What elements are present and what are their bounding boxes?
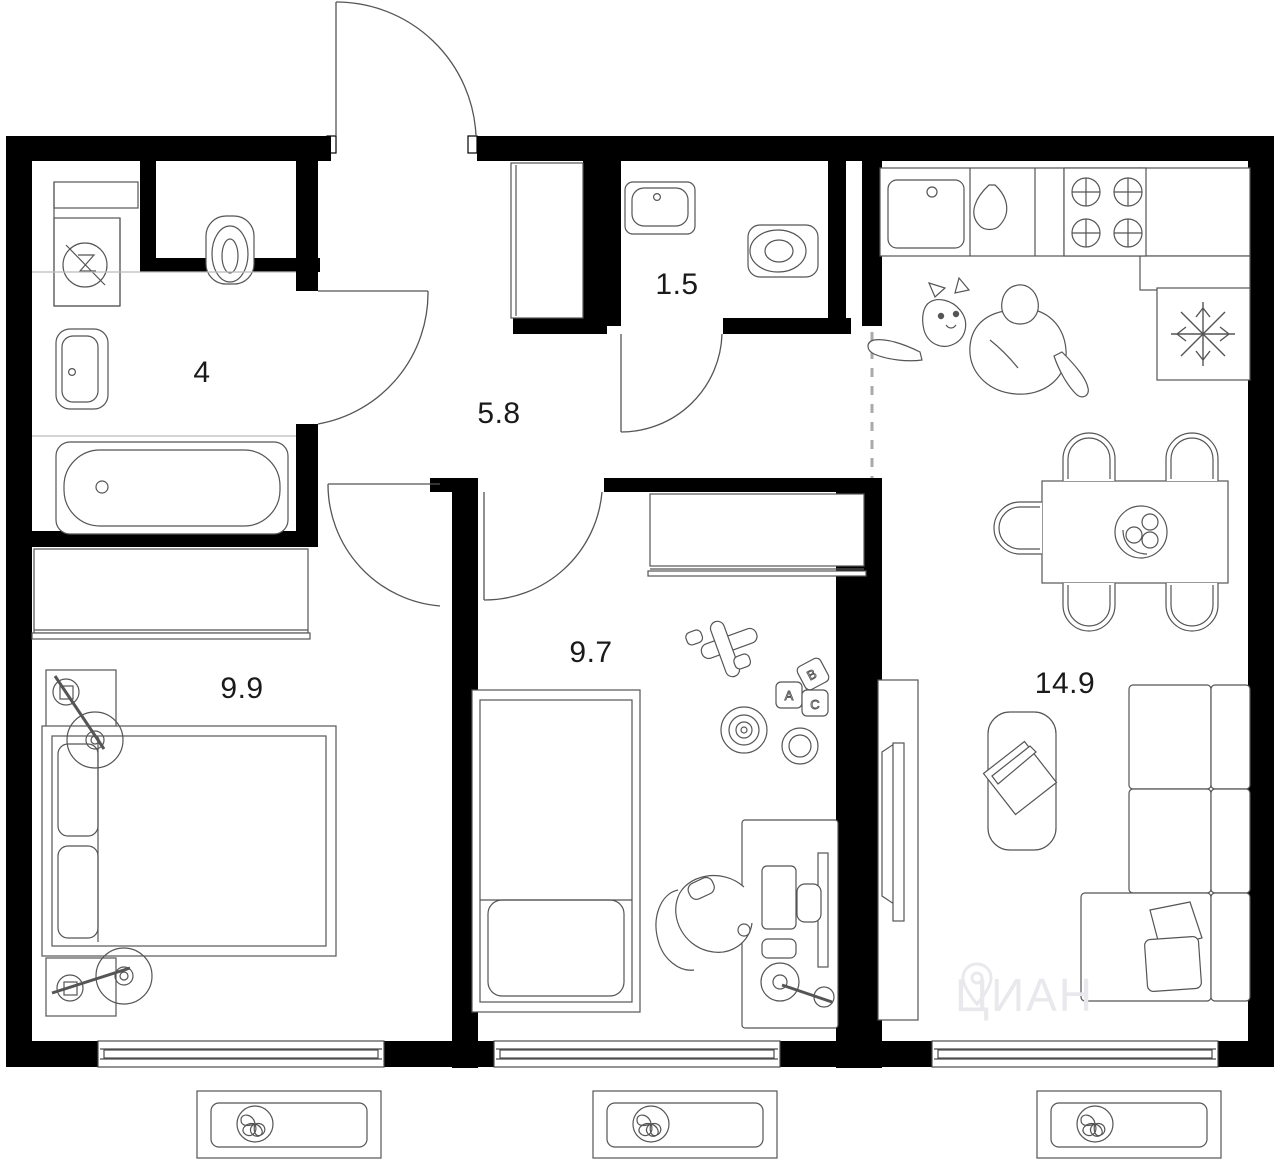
dining-chair-bottom-right [1165, 583, 1219, 632]
hvac-units [196, 1090, 1222, 1159]
door-children-room [483, 491, 603, 601]
hvac-unit-bedroom [196, 1090, 382, 1159]
toy-ball [720, 706, 768, 754]
room-area-children-room: 9.7 [569, 636, 613, 669]
doors [317, 1, 874, 607]
toilet-wc [747, 224, 819, 278]
utility-closet [53, 181, 139, 209]
toy-airplane [685, 620, 758, 678]
wall-outlines [326, 135, 478, 154]
toy-blocks: B A C [775, 657, 830, 717]
hall-closet [510, 162, 584, 319]
room-area-hall: 5.8 [477, 397, 521, 430]
dining-chair-bottom-left [1062, 583, 1116, 632]
keyboard [761, 865, 797, 930]
refrigerator [1156, 287, 1251, 381]
walls [6, 136, 1274, 1068]
room-area-wc: 1.5 [655, 268, 699, 301]
door-bedroom [327, 483, 441, 607]
washbasin-bathroom [55, 328, 109, 410]
dining-table [1041, 480, 1229, 584]
toilet-bathroom [205, 215, 255, 285]
room-area-bedroom: 9.9 [220, 672, 264, 705]
washbasin-wc [624, 181, 696, 235]
window-children-room [493, 1040, 781, 1068]
hvac-unit-children-room [592, 1090, 778, 1159]
window-bedroom [97, 1040, 385, 1068]
toy-ring [781, 727, 819, 765]
children-room-furniture: B A C [471, 493, 867, 1029]
single-bed [471, 689, 641, 1013]
cooktop [1063, 167, 1147, 257]
bedroom-furniture [31, 548, 337, 1017]
dining-chair-top-right [1165, 432, 1219, 481]
nightstand-bottom [45, 957, 117, 1017]
washing-machine [53, 217, 121, 307]
desk-children-room [741, 819, 839, 1029]
door-bathroom [317, 290, 429, 425]
bathtub [55, 441, 289, 535]
svg-text:A: A [785, 688, 794, 703]
cat-illustration [867, 276, 1089, 398]
mousepad [761, 938, 797, 959]
sofa-cushions [1144, 901, 1203, 993]
windows [97, 1040, 1219, 1068]
wardrobe-children-room [647, 493, 867, 577]
kitchen-sink [887, 179, 965, 249]
bathroom-fixtures [32, 181, 296, 535]
kitchen-faucet [973, 184, 1008, 231]
dining-chairs [993, 432, 1219, 632]
room-area-kitchen-living: 14.9 [1034, 667, 1096, 700]
double-bed [41, 725, 337, 957]
lamp-bedside-top [52, 675, 124, 769]
sofa [1080, 684, 1251, 1002]
wardrobe-bedroom [31, 548, 311, 640]
desk-chair [655, 874, 753, 971]
armchair [982, 711, 1058, 851]
hvac-unit-kitchen-living [1036, 1090, 1222, 1159]
tv-unit [877, 679, 919, 1021]
desk-lamp [760, 962, 835, 1008]
svg-text:C: C [810, 697, 819, 712]
fruit-bowl [1114, 505, 1168, 559]
lamp-bedside-bottom [51, 947, 153, 1005]
door-entrance [335, 1, 477, 137]
room-area-bathroom: 4 [193, 356, 211, 389]
kitchen-living-furniture [867, 167, 1251, 1021]
dining-chair-top-left [1062, 432, 1116, 481]
wc-fixtures [624, 181, 819, 278]
door-wc [620, 333, 723, 433]
window-kitchen-living [931, 1040, 1219, 1068]
dining-chair-left [993, 501, 1042, 555]
